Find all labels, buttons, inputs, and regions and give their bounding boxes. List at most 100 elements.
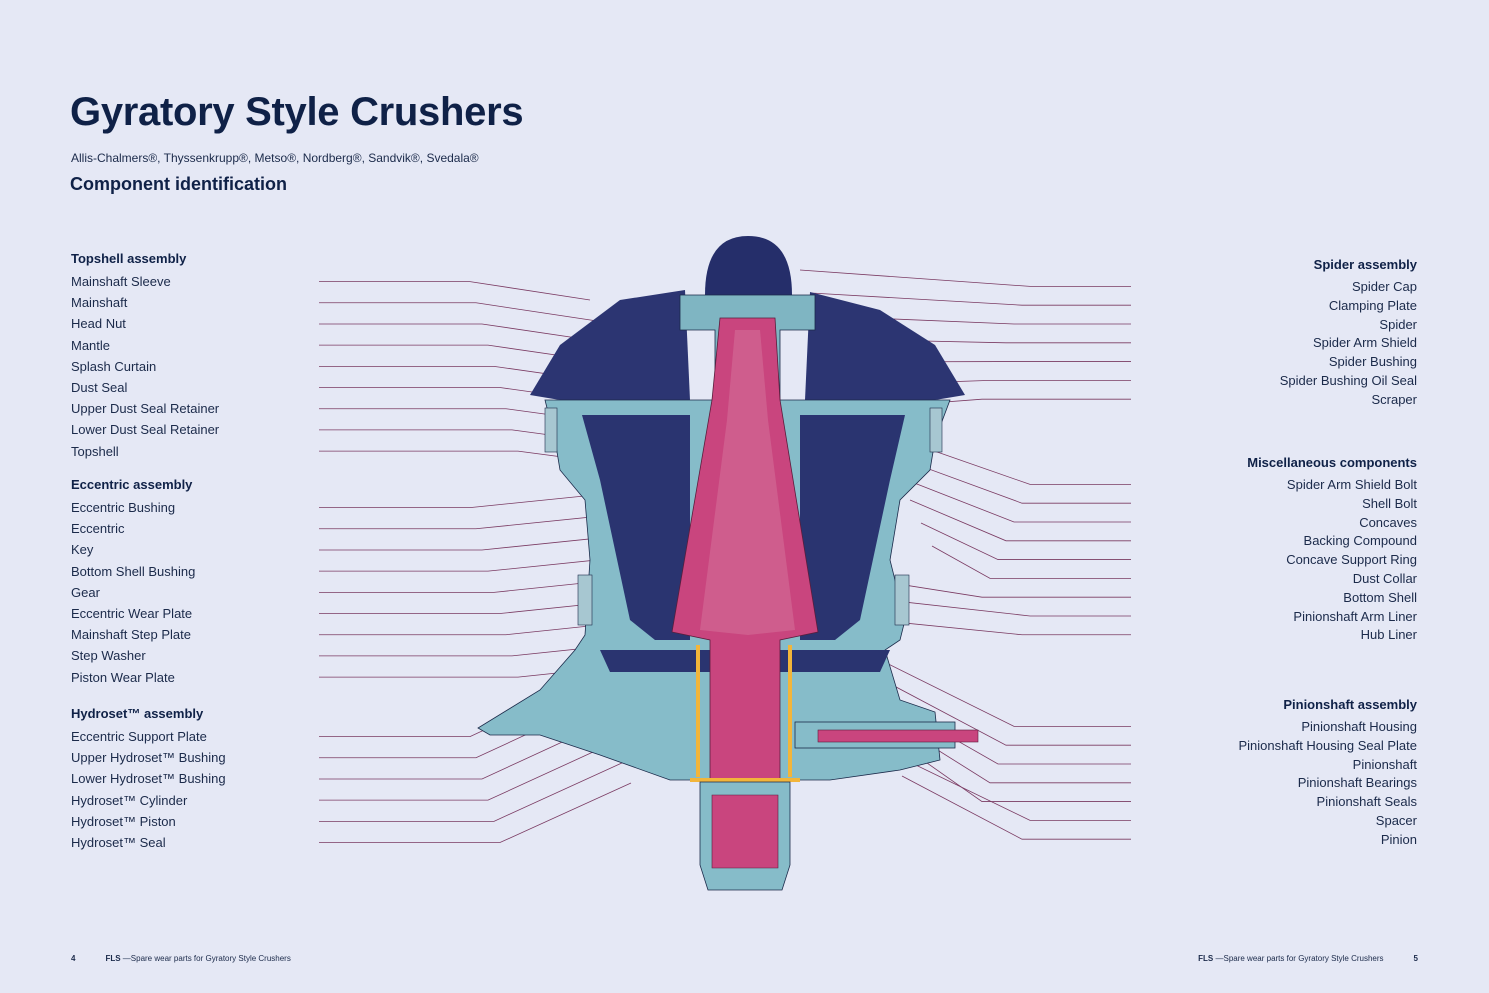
footer-brand-left: FLS <box>105 954 121 963</box>
list-item: Hydroset™ Piston <box>71 813 176 829</box>
list-item: Lower Dust Seal Retainer <box>71 422 220 438</box>
list-item: Dust Seal <box>71 379 128 395</box>
step-plate <box>690 778 800 782</box>
list-item: Eccentric Support Plate <box>71 729 207 744</box>
list-item: Upper Hydroset™ Bushing <box>71 750 226 766</box>
group-heading: Hydroset™ assembly <box>71 706 204 721</box>
spider-arm-bolt-right <box>929 407 943 453</box>
leader-line <box>890 752 1131 821</box>
list-item: Mainshaft Step Plate <box>71 627 191 643</box>
group-items: Spider Arm Shield Bolt Shell Bolt Concav… <box>1137 475 1417 644</box>
list-item: Gear <box>71 584 100 600</box>
list-item: Pinionshaft Seals <box>1316 794 1417 810</box>
group-heading: Eccentric assembly <box>71 477 193 492</box>
list-item: Upper Dust Seal Retainer <box>71 401 220 417</box>
leader-line <box>920 522 1131 560</box>
concave-left <box>582 415 690 640</box>
leader-line <box>835 637 1131 727</box>
footer-brand-right: FLS <box>1198 954 1214 963</box>
leader-line <box>909 499 1131 542</box>
list-item: Pinionshaft Arm Liner <box>1293 608 1417 624</box>
list-item: Pinionshaft <box>1352 756 1417 772</box>
list-item: Clamping Plate <box>1328 297 1417 313</box>
miscellaneous-components-group: Miscellaneous components Spider Arm Shie… <box>1137 454 1417 644</box>
list-item: Eccentric Wear Plate <box>71 605 193 621</box>
spider-assembly-group: Spider assembly Spider Cap Clamping Plat… <box>1137 256 1417 409</box>
list-item: Bottom Shell Bushing <box>71 563 196 579</box>
list-item: Dust Collar <box>1352 570 1417 586</box>
leader-line <box>319 323 605 343</box>
group-items: Eccentric Bushing Eccentric Key Bottom S… <box>71 497 311 688</box>
eccentric-assembly-group: Eccentric assembly Eccentric Bushing Ecc… <box>71 476 311 688</box>
pinionshaft-shape <box>817 729 979 743</box>
list-item: Pinion <box>1380 831 1417 847</box>
list-item: Splash Curtain <box>71 358 157 374</box>
crusher-body <box>477 236 979 891</box>
section-subtitle: Component identification <box>70 174 287 194</box>
list-item: Spider <box>1379 316 1417 332</box>
footer-text-right: —Spare wear parts for Gyratory Style Cru… <box>1213 954 1384 963</box>
list-item: Pinionshaft Housing <box>1301 719 1417 734</box>
list-item: Topshell <box>71 443 119 459</box>
leader-line <box>319 782 632 843</box>
concave-right <box>800 415 905 640</box>
leader-line <box>319 740 618 801</box>
pinionshaft-assembly-group: Pinionshaft assembly Pinionshaft Housing… <box>1137 696 1417 849</box>
group-heading: Topshell assembly <box>71 251 187 266</box>
topshell-right-shoulder <box>805 292 965 400</box>
mainshaft-highlight <box>700 330 795 635</box>
hydroset-assembly-group: Hydroset™ assembly Eccentric Support Pla… <box>71 705 311 853</box>
list-item: Mainshaft <box>71 295 128 311</box>
list-item: Backing Compound <box>1303 533 1417 549</box>
page-number-right: 5 <box>1413 954 1418 963</box>
list-item: Mainshaft Sleeve <box>71 274 171 289</box>
list-item: Scraper <box>1371 391 1417 407</box>
list-item: Spider Bushing <box>1328 354 1417 370</box>
group-heading: Pinionshaft assembly <box>1283 697 1417 712</box>
list-item: Spider Arm Shield <box>1312 335 1417 351</box>
leader-line <box>846 660 1131 746</box>
leader-line <box>931 545 1131 579</box>
list-item: Spider Arm Shield Bolt <box>1286 477 1417 492</box>
hydroset-piston-shape <box>711 794 779 869</box>
group-items: Pinionshaft Housing Pinionshaft Housing … <box>1137 717 1417 849</box>
list-item: Concave Support Ring <box>1286 552 1417 568</box>
leader-line <box>887 453 1131 504</box>
leader-line <box>898 476 1131 523</box>
shell-bolt-left <box>577 574 593 626</box>
list-item: Eccentric <box>71 521 125 537</box>
list-item: Step Washer <box>71 648 146 664</box>
list-item: Spider Bushing Oil Seal <box>1279 372 1417 388</box>
spider-arm-bolt-left <box>544 407 558 453</box>
group-heading: Spider assembly <box>1313 257 1417 272</box>
group-items: Mainshaft Sleeve Mainshaft Head Nut Mant… <box>71 271 311 462</box>
list-item: Eccentric Bushing <box>71 500 176 515</box>
leader-line <box>799 269 1131 287</box>
page-title: Gyratory Style Crushers <box>70 90 524 134</box>
list-item: Key <box>71 542 94 558</box>
shell-bolt-right <box>894 574 910 626</box>
list-item: Bottom Shell <box>1343 589 1417 605</box>
eccentric-bushing-right <box>788 645 792 777</box>
list-item: Spacer <box>1375 812 1417 828</box>
list-item: Pinionshaft Housing Seal Plate <box>1238 737 1417 753</box>
list-item: Head Nut <box>71 316 126 332</box>
list-item: Spider Cap <box>1351 279 1417 294</box>
page-number-left: 4 <box>71 954 76 963</box>
list-item: Hub Liner <box>1360 627 1417 643</box>
topshell-assembly-group: Topshell assembly Mainshaft Sleeve Mains… <box>71 250 311 462</box>
brand-list: Allis-Chalmers®, Thyssenkrupp®, Metso®, … <box>71 151 479 165</box>
list-item: Pinionshaft Bearings <box>1297 775 1417 791</box>
list-item: Lower Hydroset™ Bushing <box>71 771 226 787</box>
list-item: Concaves <box>1359 514 1417 530</box>
footer-right: FLS —Spare wear parts for Gyratory Style… <box>1198 954 1418 963</box>
list-item: Mantle <box>71 337 111 353</box>
group-items: Spider Cap Clamping Plate Spider Spider … <box>1137 277 1417 409</box>
list-item: Hydroset™ Seal <box>71 834 166 850</box>
spider-cap-shape <box>705 236 792 295</box>
leader-line <box>319 281 591 301</box>
leader-line <box>319 761 625 822</box>
leader-line <box>319 302 598 322</box>
